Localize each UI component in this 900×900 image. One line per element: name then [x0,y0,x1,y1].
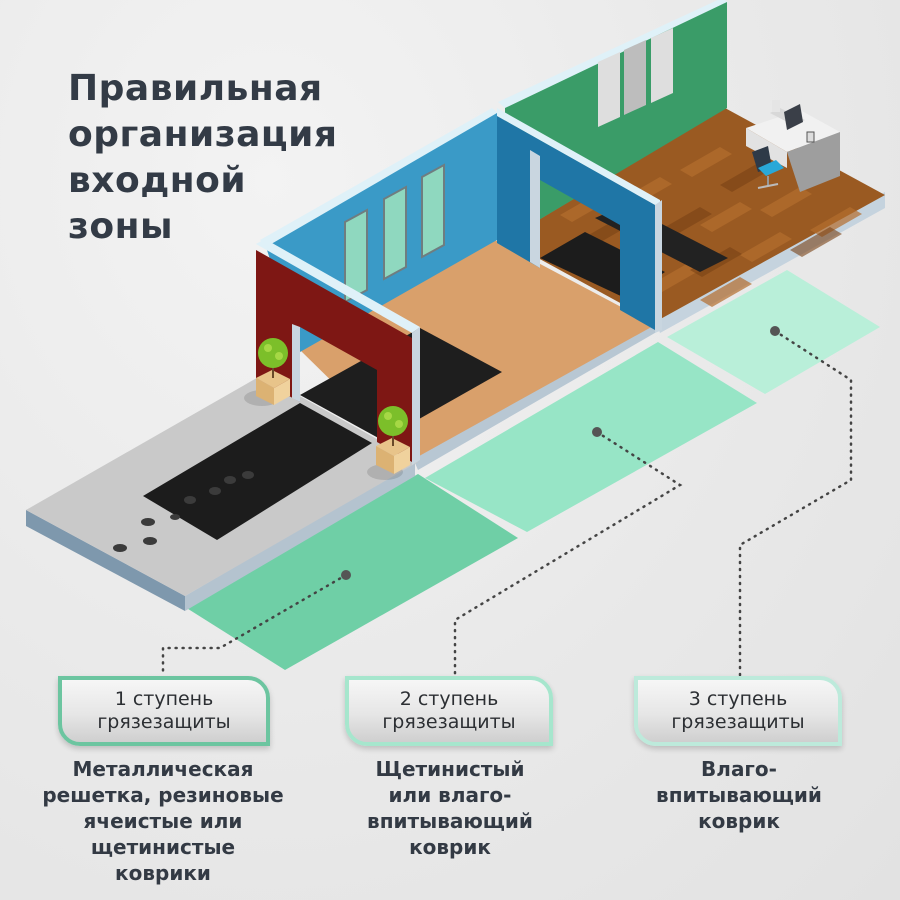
entrance-mat [143,403,372,540]
step-2-number: 2 ступень [399,688,499,710]
step-1-desc-line: коврики [115,861,211,885]
room-wall-top [498,0,728,108]
entrance-slab-side-front [185,462,415,611]
step-2-desc-line: впитывающий [367,809,533,833]
step-1-description: Металлическая решетка, резиновые ячеисты… [38,756,288,886]
step-1-desc-line: ячеистые или [83,809,243,833]
step-2-description: Щетинистый или влаго- впитывающий коврик [345,756,555,860]
step-1-number: 1 ступень [114,688,214,710]
page-title: Правильная организация входной зоны [68,66,337,250]
step-3-desc-line: впитывающий [656,783,822,807]
title-line-1: Правильная [68,68,323,109]
zone-1-marker [341,570,351,580]
step-2-desc-line: Щетинистый [375,757,525,781]
doorway-jamb [530,150,540,268]
step-1-desc-line: Металлическая [72,757,254,781]
step-3-label: грязезащиты [671,711,805,733]
vestibule-floor-edge [412,320,660,470]
vestibule-wall-top [260,108,498,247]
laptop-screen [784,104,803,130]
footprints [113,471,254,552]
title-line-2: организация [68,114,338,155]
room-windows [598,28,673,127]
step-1-label: грязезащиты [97,711,231,733]
step-3-number: 3 ступень [688,688,788,710]
step-3: 3 ступень грязезащиты Влаго- впитывающий… [634,676,844,834]
front-wall [256,250,412,462]
doorway-frame [655,200,662,333]
step-2: 2 ступень грязезащиты Щетинистый или вла… [345,676,555,860]
vestibule-side-wall-top [497,108,660,208]
step-2-desc-line: или влаго- [388,783,512,807]
zone-2-floor [425,342,757,532]
step-1-desc-line: решетка, резиновые [42,783,284,807]
leader-line-1 [161,573,348,678]
entrance-slab-side-left [26,510,185,611]
step-3-desc-line: Влаго- [701,757,777,781]
step-1: 1 ступень грязезащиты Металлическая реше… [38,676,288,886]
step-3-label-box: 3 ступень грязезащиты [634,676,842,746]
leader-line-3 [738,329,853,678]
step-2-label-box: 2 ступень грязезащиты [345,676,553,746]
zone-2-marker [592,427,602,437]
leader-line-2 [453,430,683,678]
step-1-desc-line: щетинистые [90,835,236,859]
front-doorway-jamb [292,324,300,402]
front-wall-top [256,239,420,333]
step-2-label: грязезащиты [382,711,516,733]
leader-lines [161,329,853,678]
office-chair [752,146,784,189]
front-wall-edge [412,327,420,465]
step-2-desc-line: коврик [409,835,491,859]
step-1-label-box: 1 ступень грязезащиты [58,676,270,746]
step-3-description: Влаго- впитывающий коврик [634,756,844,834]
step-3-desc-line: коврик [698,809,780,833]
zone-3-marker [770,326,780,336]
vestibule-windows [344,163,445,304]
potted-plant-left [244,338,290,406]
title-line-4: зоны [68,206,174,247]
title-line-3: входной [68,160,247,201]
potted-plant-right [367,406,410,480]
